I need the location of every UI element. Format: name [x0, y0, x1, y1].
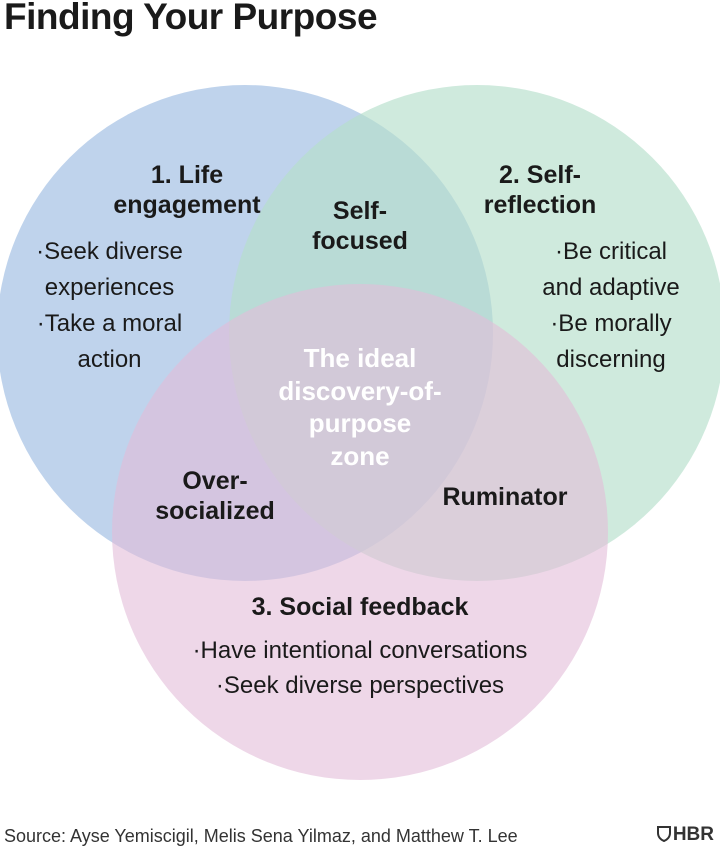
social-feedback-heading: 3. Social feedback	[251, 593, 469, 621]
overlap-text: Ruminator	[442, 483, 568, 511]
life-engagement-heading-1: 1. Life	[150, 161, 224, 189]
social-feedback-bullets: ·Have intentional conversations ·Seek di…	[140, 634, 580, 704]
source-credit: Source: Ayse Yemiscigil, Melis Sena Yilm…	[4, 826, 518, 846]
over-socialized-label: Over- socialized	[140, 466, 290, 526]
bullet-item: ·Seek diverse perspectives	[215, 671, 505, 699]
bullet-item: ·Be morally	[550, 310, 672, 337]
self-reflection-heading-1: 2. Self-	[499, 161, 581, 189]
bullet-item: ·Be critical	[554, 238, 668, 265]
bullet-item: discerning	[556, 346, 666, 373]
bullet-item: ·Have intentional conversations	[192, 637, 528, 664]
life-engagement-heading-2: engagement	[113, 191, 261, 219]
life-engagement-bullets: ·Seek diverse experiences ·Take a moral …	[22, 234, 197, 378]
self-reflection-bullets: ·Be critical and adaptive ·Be morally di…	[522, 234, 700, 378]
overlap-text: socialized	[155, 497, 275, 525]
self-reflection-heading-2: reflection	[483, 191, 597, 219]
bullet-item: action	[77, 346, 142, 373]
life-engagement-label: 1. Life engagement	[72, 160, 302, 220]
bullet-item: experiences	[44, 274, 175, 301]
bullet-item: and adaptive	[542, 274, 680, 301]
ruminator-label: Ruminator	[420, 482, 590, 512]
overlap-text: Over-	[182, 467, 248, 495]
hbr-logo: HBR	[656, 824, 714, 846]
brand-text: HBR	[672, 824, 714, 845]
overlap-text: focused	[312, 227, 408, 255]
social-feedback-label: 3. Social feedback	[160, 592, 560, 622]
center-text: The ideal	[303, 343, 417, 373]
circle-social-feedback	[112, 284, 608, 780]
center-text: purpose	[308, 408, 412, 438]
self-reflection-label: 2. Self- reflection	[440, 160, 640, 220]
ideal-zone-label: The ideal discovery-of- purpose zone	[260, 342, 460, 472]
center-text: zone	[330, 440, 390, 471]
bullet-item: ·Take a moral	[36, 310, 183, 337]
bullet-item: ·Seek diverse	[36, 238, 183, 265]
center-text: discovery-of-	[278, 375, 442, 406]
page-title: Finding Your Purpose	[4, 0, 378, 37]
self-focused-label: Self- focused	[280, 196, 440, 256]
shield-icon	[656, 826, 671, 843]
overlap-text: Self-	[332, 197, 388, 225]
